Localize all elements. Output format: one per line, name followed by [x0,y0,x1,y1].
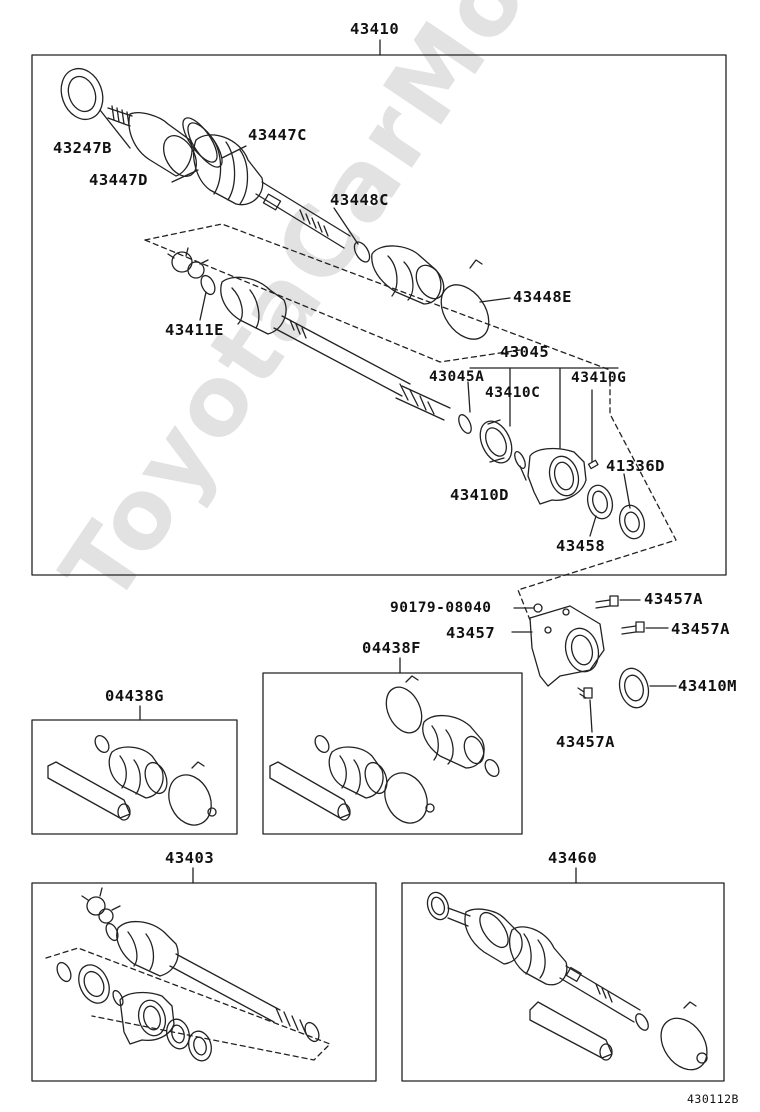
outboard-shaft [60,67,490,340]
assembly-43460-drawing [426,891,708,1071]
center-bearing-bracket [529,595,650,709]
leader-lines [99,109,677,733]
assembly-43403-drawing [45,887,331,1062]
inboard-shaft [167,247,646,540]
part-label-41336D: 41336D [606,457,665,475]
part-label-43457A-bottom: 43457A [556,733,615,751]
frame-43410 [31,54,727,576]
frame-04438G [31,719,238,835]
part-label-43247B: 43247B [53,139,112,157]
group-label-43403: 43403 [165,849,215,867]
kit-04438G-drawing [47,734,217,826]
frame-43403 [31,882,377,1082]
group-label-04438G: 04438G [105,687,164,705]
frame-43460 [401,882,725,1082]
part-label-43410D: 43410D [450,486,509,504]
part-label-43457A-mid: 43457A [671,620,730,638]
part-label-43045: 43045 [500,343,550,361]
diagram-code: 430112B [687,1092,739,1106]
part-label-43410G: 43410G [571,370,627,386]
part-label-43045A: 43045A [429,369,485,385]
group-label-43410: 43410 [350,20,400,38]
kit-04438F-drawing [269,675,500,824]
part-label-43457: 43457 [446,624,496,642]
part-label-43447D: 43447D [89,171,148,189]
part-label-43447C: 43447C [248,126,307,144]
part-label-90179-08040: 90179-08040 [390,600,492,616]
part-label-43411E: 43411E [165,321,224,339]
part-label-43410M: 43410M [678,677,737,695]
part-label-43448C: 43448C [330,191,389,209]
part-label-43457A-top: 43457A [644,590,703,608]
group-label-43460: 43460 [548,849,598,867]
group-label-04438F: 04438F [362,639,421,657]
part-label-43458: 43458 [556,537,606,555]
frame-04438F [262,672,523,835]
part-label-43448E: 43448E [513,288,572,306]
part-label-43410C: 43410C [485,385,541,401]
